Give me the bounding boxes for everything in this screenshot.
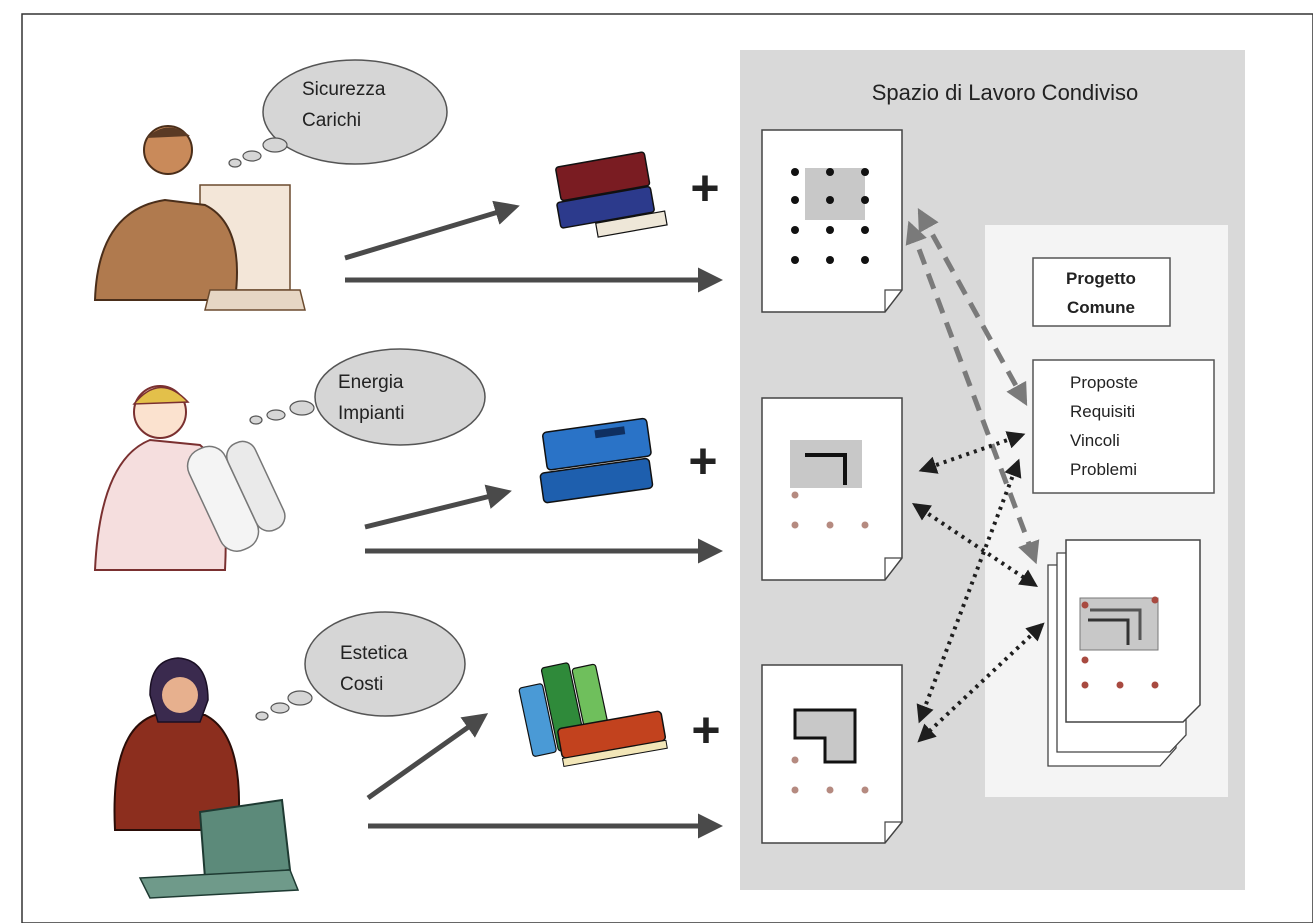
item-requisiti: Requisiti — [1070, 402, 1135, 421]
expert-3-figure — [113, 657, 300, 899]
document-1 — [761, 129, 903, 313]
common-project-header-line-2: Comune — [1067, 298, 1135, 317]
expert-1-figure — [93, 125, 306, 311]
document-3 — [761, 664, 903, 844]
books-3-icon — [518, 662, 668, 767]
thought-2-line-2: Impianti — [338, 403, 405, 424]
thought-cloud-2: Energia Impianti — [249, 348, 486, 446]
plus-3: + — [691, 702, 720, 758]
item-problemi: Problemi — [1070, 460, 1137, 479]
expert-2-figure — [93, 385, 286, 571]
arrow-expert3-to-books — [366, 713, 489, 801]
arrow-expert2-to-books — [364, 484, 512, 530]
books-1-icon — [555, 151, 668, 238]
thought-1-line-2: Carichi — [302, 110, 361, 131]
item-vincoli: Vincoli — [1070, 431, 1120, 450]
thought-3-line-1: Estetica — [340, 643, 408, 664]
thought-2-line-1: Energia — [338, 372, 404, 393]
books-2-icon — [539, 417, 654, 504]
arrow-expert1-to-books — [344, 200, 520, 261]
plus-1: + — [690, 160, 719, 216]
common-project-header-line-1: Progetto — [1066, 269, 1136, 288]
common-project-header-box — [1032, 257, 1171, 327]
document-2 — [761, 397, 903, 581]
common-project-items-box — [1032, 359, 1215, 494]
thought-cloud-1: Sicurezza Carichi — [228, 59, 448, 168]
plus-2: + — [688, 433, 717, 489]
thought-cloud-3: Estetica Costi — [255, 611, 466, 721]
item-proposte: Proposte — [1070, 373, 1138, 392]
thought-3-line-2: Costi — [340, 674, 383, 695]
workspace-title: Spazio di Lavoro Condiviso — [872, 80, 1139, 105]
thought-1-line-1: Sicurezza — [302, 79, 386, 100]
common-project-documents — [1047, 539, 1201, 767]
dotted-arrow-items-to-doc3 — [916, 458, 1022, 724]
